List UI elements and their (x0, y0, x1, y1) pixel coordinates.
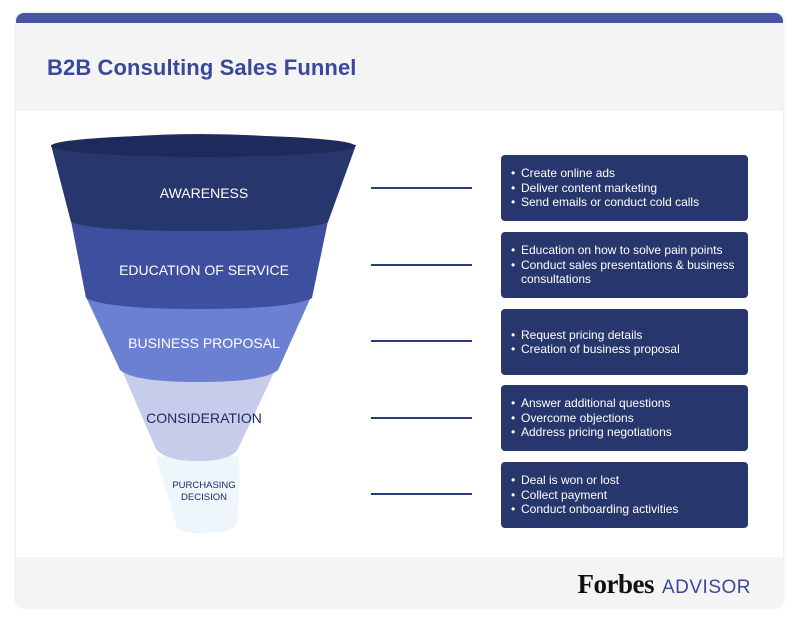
sales-funnel (51, 134, 356, 533)
stage-box-business-proposal: Request pricing details Creation of busi… (501, 309, 748, 375)
stage-box-education-of-service: Education on how to solve pain points Co… (501, 232, 748, 298)
bullet-item: Overcome objections (509, 411, 742, 426)
funnel-segment-purchasing-decision (156, 456, 240, 533)
connector-line (371, 493, 472, 495)
funnel-segment-business-proposal (86, 297, 311, 382)
bullet-item: Collect payment (509, 488, 742, 503)
funnel-segment-awareness (51, 134, 356, 231)
bullet-item: Send emails or conduct cold calls (509, 195, 742, 210)
footer-band (16, 557, 783, 607)
funnel-segment-consideration (121, 368, 276, 461)
stage-box-awareness: Create online ads Deliver content market… (501, 155, 748, 221)
stage-box-consideration: Answer additional questions Overcome obj… (501, 385, 748, 451)
top-accent-bar (16, 13, 783, 23)
stage-label-purchasing-decision: PURCHASING DECISION (172, 480, 236, 503)
bullet-item: Address pricing negotiations (509, 425, 742, 440)
bullet-item: Education on how to solve pain points (509, 243, 742, 258)
bullet-item: Deal is won or lost (509, 473, 742, 488)
forbes-advisor-logo: Forbes ADVISOR (577, 569, 751, 600)
bullet-item: Request pricing details (509, 328, 742, 343)
bullet-item: Conduct onboarding activities (509, 502, 742, 517)
stage-label-business-proposal: BUSINESS PROPOSAL (128, 335, 280, 351)
stage-box-purchasing-decision: Deal is won or lost Collect payment Cond… (501, 462, 748, 528)
connector-line (371, 417, 472, 419)
page-title: B2B Consulting Sales Funnel (47, 55, 357, 80)
logo-forbes-text: Forbes (577, 569, 654, 599)
header-band: B2B Consulting Sales Funnel (16, 23, 783, 111)
connector-line (371, 340, 472, 342)
stage-label-education-of-service: EDUCATION OF SERVICE (119, 262, 289, 278)
logo-advisor-text: ADVISOR (661, 577, 751, 598)
funnel-top-rim (51, 135, 355, 157)
bullet-item: Creation of business proposal (509, 342, 742, 357)
funnel-segment-education-of-service (71, 221, 328, 309)
bullet-item: Answer additional questions (509, 396, 742, 411)
stage-label-awareness: AWARENESS (159, 185, 249, 201)
infographic-card: B2B Consulting Sales Funnel AWARENESS ED… (16, 13, 783, 607)
bullet-item: Deliver content marketing (509, 181, 742, 196)
connector-line (371, 187, 472, 189)
bullet-item: Create online ads (509, 166, 742, 181)
bullet-item: Conduct sales presentations & business c… (509, 258, 742, 287)
stage-label-consideration: CONSIDERATION (146, 410, 262, 426)
connector-line (371, 264, 472, 266)
